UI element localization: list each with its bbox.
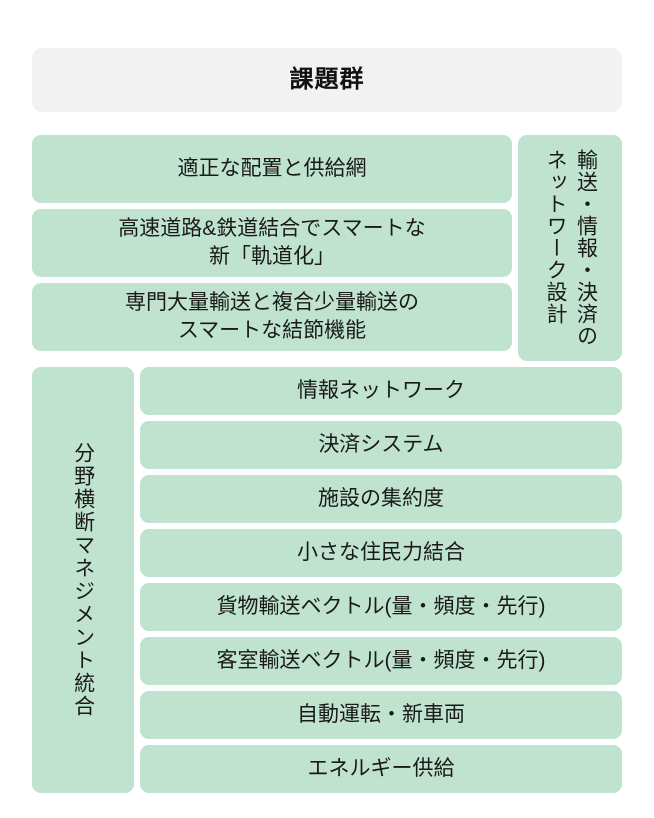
- card-label: 貨物輸送ベクトル(量・頻度・先行): [216, 595, 546, 619]
- card-label: 小さな住民力結合: [297, 541, 465, 565]
- card-energy-supply[interactable]: エネルギー供給: [140, 745, 622, 793]
- card-line-2: スマートな結節機能: [177, 319, 367, 342]
- cross-domain-row-group: 情報ネットワーク 決済システム 施設の集約度 小さな住民力結合 貨物輸送ベクトル…: [140, 367, 622, 793]
- card-label: 高速道路&鉄道結合でスマートな 新「軌道化」: [110, 215, 433, 270]
- card-label: 決済システム: [318, 433, 444, 457]
- section-label-network-design[interactable]: 輸送・情報・決済のネットワーク設計: [518, 135, 622, 361]
- card-passenger-transport-vector[interactable]: 客室輸送ベクトル(量・頻度・先行): [140, 637, 622, 685]
- network-design-row-group: 適正な配置と供給網 高速道路&鉄道結合でスマートな 新「軌道化」 専門大量輸送と…: [32, 135, 512, 361]
- section-label-cross-domain-management[interactable]: 分野横断マネジメント統合: [32, 367, 134, 793]
- card-highway-rail-smart-new-trackization[interactable]: 高速道路&鉄道結合でスマートな 新「軌道化」: [32, 209, 512, 277]
- section-cross-domain-management: 分野横断マネジメント統合 情報ネットワーク 決済システム 施設の集約度 小さな住…: [32, 367, 622, 793]
- card-label: 客室輸送ベクトル(量・頻度・先行): [216, 649, 546, 673]
- card-facility-consolidation[interactable]: 施設の集約度: [140, 475, 622, 523]
- section-network-design: 適正な配置と供給網 高速道路&鉄道結合でスマートな 新「軌道化」 専門大量輸送と…: [32, 135, 622, 361]
- section-label-text: 輸送・情報・決済のネットワーク設計: [540, 149, 601, 347]
- card-line-1: 適正な配置と供給網: [177, 157, 367, 181]
- section-label-text: 分野横断マネジメント統合: [71, 442, 95, 718]
- card-freight-transport-vector[interactable]: 貨物輸送ベクトル(量・頻度・先行): [140, 583, 622, 631]
- card-small-community-power[interactable]: 小さな住民力結合: [140, 529, 622, 577]
- card-autonomous-driving-new-vehicles[interactable]: 自動運転・新車両: [140, 691, 622, 739]
- card-label: 適正な配置と供給網: [170, 155, 375, 183]
- card-label: エネルギー供給: [307, 757, 455, 781]
- card-bulk-and-composite-small-transport-node[interactable]: 専門大量輸送と複合少量輸送の スマートな結節機能: [32, 283, 512, 351]
- card-label: 専門大量輸送と複合少量輸送の スマートな結節機能: [117, 289, 427, 344]
- card-information-network[interactable]: 情報ネットワーク: [140, 367, 622, 415]
- section-label-line-2: ネットワーク設計: [544, 149, 567, 325]
- header-bar: 課題群: [32, 48, 622, 112]
- card-line-1: 高速道路&鉄道結合でスマートな: [118, 217, 426, 241]
- page-title: 課題群: [289, 66, 365, 93]
- card-label: 施設の集約度: [318, 487, 444, 511]
- card-label: 情報ネットワーク: [297, 379, 465, 403]
- card-appropriate-placement-supply-network[interactable]: 適正な配置と供給網: [32, 135, 512, 203]
- card-line-2: 新「軌道化」: [208, 245, 335, 268]
- card-settlement-system[interactable]: 決済システム: [140, 421, 622, 469]
- card-label: 自動運転・新車両: [297, 703, 465, 727]
- section-label-line-1: 輸送・情報・決済の: [574, 149, 598, 347]
- card-line-1: 専門大量輸送と複合少量輸送の: [125, 291, 419, 315]
